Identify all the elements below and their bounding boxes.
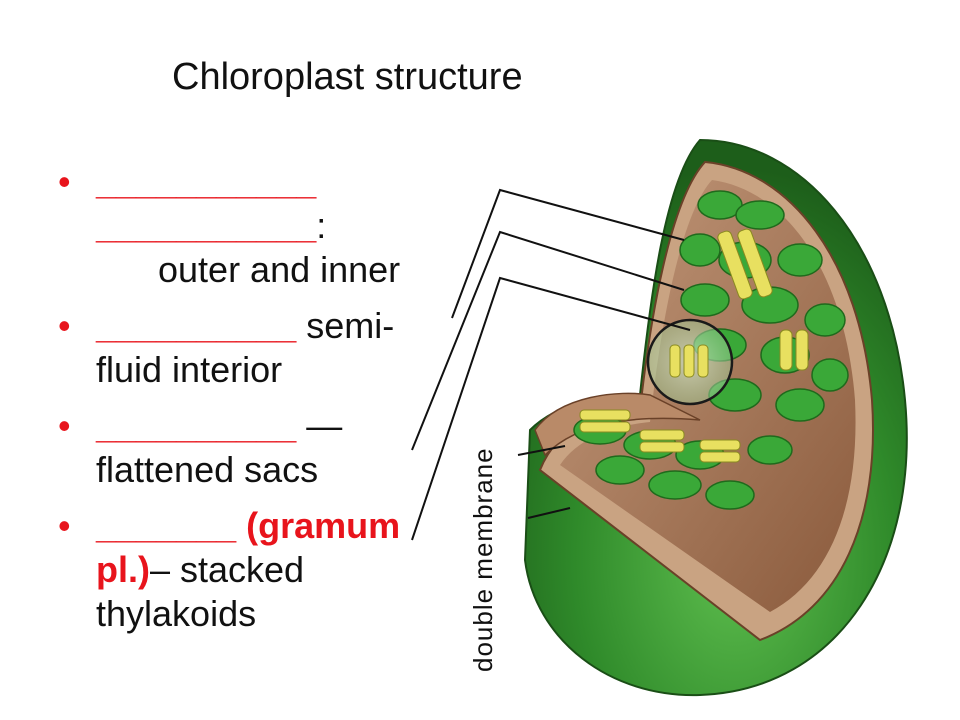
blank-line: ___________ [96, 161, 317, 202]
bullet-dot-icon: • [58, 505, 71, 546]
blank-line: __________ [96, 405, 297, 446]
bullet-dot-icon: • [58, 305, 71, 346]
bullet-description: semi- [296, 305, 395, 346]
bullet-dot-icon: • [58, 161, 71, 202]
bullet-description: flattened sacs [96, 449, 319, 490]
bullet-stroma: • __________ semi- fluid interior [58, 304, 478, 392]
colon: : [316, 205, 327, 246]
granum-term: (gramum [236, 505, 401, 546]
bullet-dash: — [296, 405, 343, 446]
bullet-dot-icon: • [58, 405, 71, 446]
bullet-granum: • _______ (gramum pl.)– stacked thylakoi… [58, 504, 478, 636]
bullet-list: • ___________ ___________: outer and inn… [58, 160, 478, 636]
blank-line: __________ [96, 305, 297, 346]
blank-line: ___________ [96, 205, 317, 246]
granum-plural: pl.) [96, 549, 150, 590]
magnifier-lens [646, 318, 734, 406]
slide-title: Chloroplast structure [172, 56, 523, 98]
grana-stacks [579, 228, 809, 463]
bullet-membrane: • ___________ ___________: outer and inn… [58, 160, 478, 292]
bullet-description: thylakoids [96, 593, 257, 634]
bullet-description: outer and inner [158, 249, 401, 290]
leader-lines [411, 188, 691, 541]
blank-line: _______ [96, 505, 237, 546]
bullet-description: fluid interior [96, 349, 283, 390]
cross-section-lip [534, 392, 701, 457]
bullet-description: – stacked [149, 549, 305, 590]
bullet-thylakoid: • __________ — flattened sacs [58, 404, 478, 492]
